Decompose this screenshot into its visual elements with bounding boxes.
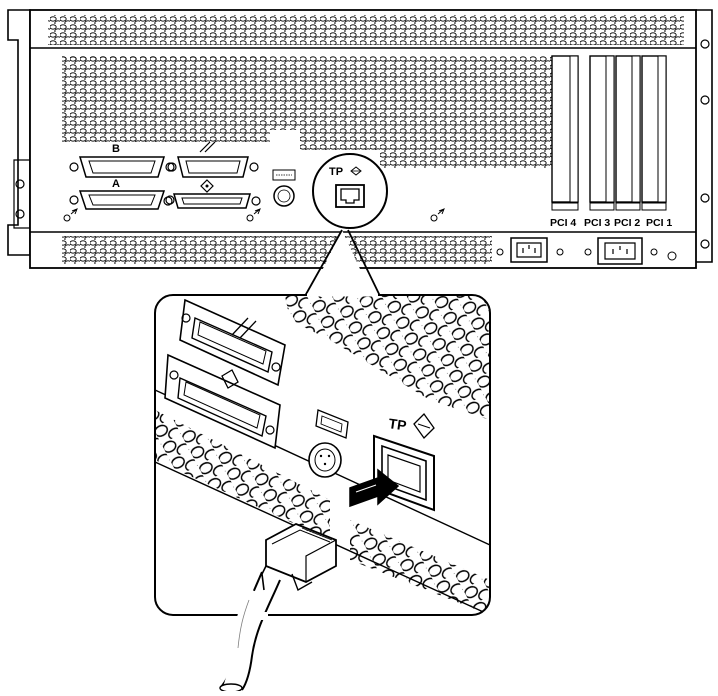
ethernet-symbol-icon (350, 166, 362, 176)
tp-zoom-label: TP (388, 415, 408, 433)
left-vent (62, 56, 270, 142)
tp-ethernet-port[interactable]: TP (312, 153, 388, 229)
port-a-label: A (112, 178, 120, 190)
bottom-vent (62, 236, 492, 264)
pci-slots: PCI 4 PCI 3 PCI 2 PCI 1 (550, 55, 684, 229)
tp-label: TP (329, 166, 343, 178)
scsi-port[interactable] (163, 179, 261, 209)
power-inlet-right[interactable] (584, 237, 677, 265)
top-vent (48, 15, 684, 45)
pci-1-label: PCI 1 (646, 217, 672, 229)
zoom-detail-panel: TP (154, 293, 491, 616)
parallel-symbol-icon (231, 317, 257, 339)
rj45-plug-icon (261, 523, 337, 592)
zoom-parallel-port (179, 298, 286, 387)
zoom-keyboard-port (308, 409, 349, 478)
pci-4-label: PCI 4 (550, 217, 576, 229)
keyboard-mouse-port[interactable] (272, 169, 296, 207)
pci-slot-4 (551, 55, 579, 211)
serial-port-a[interactable]: A (69, 178, 175, 210)
power-inlet-left[interactable] (496, 237, 564, 263)
scsi-symbol-icon (221, 369, 239, 389)
pci-2-label: PCI 2 (614, 217, 640, 229)
parallel-symbol-icon (199, 141, 216, 153)
pci-slot-2 (615, 55, 641, 211)
zoom-callout (304, 229, 381, 297)
arrow-icon (349, 468, 400, 508)
pci-slot-3 (589, 55, 615, 211)
serial-port-b[interactable]: B (69, 143, 175, 178)
parallel-port[interactable] (167, 141, 259, 178)
pci-3-label: PCI 3 (584, 217, 610, 229)
main-vent (62, 56, 552, 168)
ethernet-symbol-icon (413, 412, 435, 440)
ground-screw-icon (63, 208, 445, 222)
scsi-symbol-icon (200, 179, 214, 193)
port-b-label: B (112, 143, 120, 155)
ethernet-cable (219, 571, 281, 693)
pci-slot-1 (641, 55, 667, 211)
zoom-scsi-port (164, 353, 281, 450)
